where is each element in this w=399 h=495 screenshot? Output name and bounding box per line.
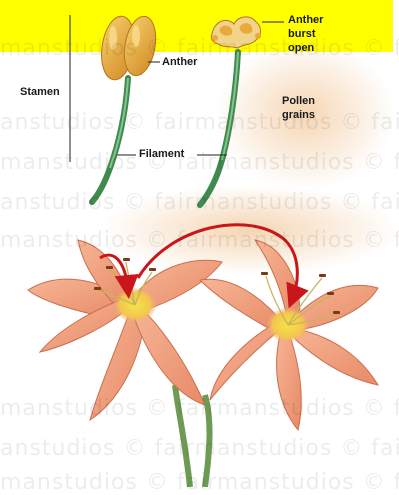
pollen-grains-label-line2: grains [282,109,315,122]
watermark-text: manstudios © fairmanstudios © fairmanstu… [0,470,399,495]
anther-label: Anther [162,56,197,69]
watermark-text: anstudios © fairmanstudios © fairmanstud… [0,190,399,215]
watermark-text: anstudios © fairmanstudios © fairmanstud… [0,436,399,461]
watermark-text: manstudios © fairmanstudios © fairmanstu… [0,228,399,253]
lily-flower-left [28,240,222,420]
watermark-text: manstudios © fairmanstudios © fairmanstu… [0,150,399,175]
anther-burst-label-line1: Anther [288,14,323,27]
filament-label: Filament [139,148,184,161]
stamen-label: Stamen [20,86,60,99]
anther-burst-label-line2: burst [288,28,316,41]
watermark-text: anstudios © fairmanstudios © fairmanstud… [0,110,399,135]
filament-left [92,78,128,202]
pollen-grains-label-line1: Pollen [282,95,315,108]
watermark-text: manstudios © fairmanstudios © fairmanstu… [0,36,399,61]
anther-burst-label-line3: open [288,42,314,55]
watermark-text: manstudios © fairmanstudios © fairmanstu… [0,396,399,421]
